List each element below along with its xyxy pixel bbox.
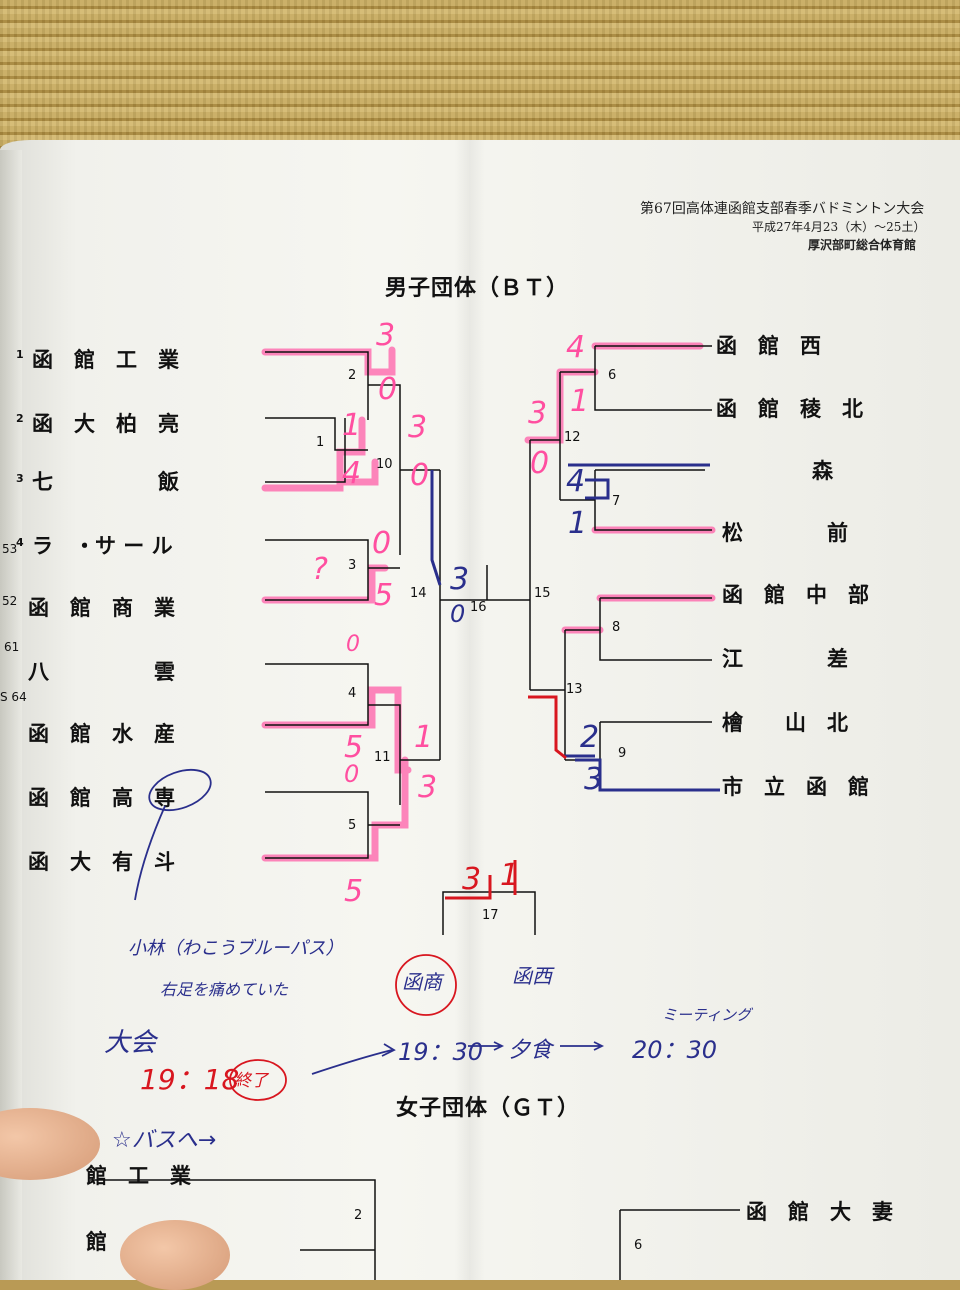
score: 1 xyxy=(342,408,362,443)
team-name: 江 差 xyxy=(722,647,848,671)
score: 5 xyxy=(374,578,394,613)
team-name: 七 飯 xyxy=(32,470,179,494)
match-number: 1 xyxy=(316,435,325,450)
score: 4 xyxy=(566,330,586,365)
seed-number: 4 xyxy=(16,536,24,549)
end-time-note: 19：18 xyxy=(140,1063,240,1096)
score: 2 xyxy=(580,720,600,755)
match-number: 13 xyxy=(566,682,583,697)
score: 3 xyxy=(450,562,470,597)
final-left-team-note: 函商 xyxy=(402,970,442,994)
match-number: 9 xyxy=(618,746,627,761)
score: 3 xyxy=(408,410,428,445)
event-dates: 平成27年4月23（木）～25土） xyxy=(752,220,926,234)
tournament-sheet xyxy=(0,140,960,1280)
next-time-note: 19：30 xyxy=(398,1038,484,1066)
match-number: 4 xyxy=(348,686,357,701)
comment-note-2: 右足を痛めていた xyxy=(160,980,289,999)
side-number: 52 xyxy=(2,594,18,608)
score: 0 xyxy=(344,760,360,788)
score: 1 xyxy=(570,384,590,419)
match-number: 6 xyxy=(634,1238,643,1253)
score: 0 xyxy=(372,526,392,561)
team-name: 市 立 函 館 xyxy=(722,775,869,799)
end-label-note: 終了 xyxy=(234,1071,268,1091)
side-number: S 64 xyxy=(0,690,27,704)
score: 4 xyxy=(566,464,586,499)
team-name: 檜 山 北 xyxy=(722,711,848,735)
score: 5 xyxy=(344,874,364,909)
event-name: 第67回高体連函館支部春季バドミントン大会 xyxy=(640,201,925,217)
team-name: 森 xyxy=(812,459,833,483)
meeting-time-note: 20：30 xyxy=(632,1036,718,1064)
match-number: 6 xyxy=(608,368,617,383)
left-finger xyxy=(120,1220,230,1290)
final-right-team-note: 函西 xyxy=(512,964,552,988)
match-number: 16 xyxy=(470,600,487,615)
score: 0 xyxy=(378,372,398,407)
team-name: 八 雲 xyxy=(28,660,175,684)
seed-number: 1 xyxy=(16,348,24,361)
match-number: 10 xyxy=(376,457,393,472)
match-number: 5 xyxy=(348,818,357,833)
comment-note: 小林（わこうブルーパス） xyxy=(128,938,344,959)
score: 3 xyxy=(462,862,482,897)
match-number: 2 xyxy=(354,1208,363,1223)
score: 1 xyxy=(568,506,588,541)
match-number: 2 xyxy=(348,368,357,383)
meeting-note: ミーティング xyxy=(662,1006,752,1024)
score: 3 xyxy=(376,318,396,353)
match-number: 15 xyxy=(534,586,551,601)
team-name: 函 館 中 部 xyxy=(722,583,869,607)
team-name: 函 大 柏 亮 xyxy=(32,412,179,436)
score: 5 xyxy=(344,730,364,765)
boys-team-title: 男子団体（ＢＴ） xyxy=(385,276,570,301)
seed-number: 2 xyxy=(16,412,24,425)
score: 3 xyxy=(418,770,438,805)
match-number: 8 xyxy=(612,620,621,635)
score: 1 xyxy=(500,858,520,893)
team-name: 函 館 工 業 xyxy=(32,348,179,372)
team-name: 函 館 西 xyxy=(716,334,821,358)
side-number: 53 xyxy=(2,542,18,556)
match-number: 7 xyxy=(612,494,621,509)
team-name: 松 前 xyxy=(722,521,848,545)
taikai-note: 大会 xyxy=(104,1028,157,1058)
match-number: 3 xyxy=(348,558,357,573)
score: 0 xyxy=(530,446,550,481)
team-name: ラ ・サ ー ル xyxy=(32,534,173,558)
dinner-note: 夕食 xyxy=(508,1038,553,1063)
team-name: 函 館 商 業 xyxy=(28,596,175,620)
match-number: 17 xyxy=(482,908,499,923)
team-name: 函 館 稜 北 xyxy=(716,397,863,421)
girls-team-title: 女子団体（ＧＴ） xyxy=(396,1096,581,1121)
team-name: 函 館 大 妻 xyxy=(746,1200,893,1224)
score: 3 xyxy=(584,762,604,797)
score: 0 xyxy=(346,632,360,657)
side-number: 61 xyxy=(4,640,20,654)
event-venue: 厚沢部町総合体育館 xyxy=(808,238,917,252)
score: 3 xyxy=(528,396,548,431)
match-number: 14 xyxy=(410,586,427,601)
score: 4 xyxy=(342,456,362,491)
score: 1 xyxy=(414,720,434,755)
team-name: 函 大 有 斗 xyxy=(28,850,175,874)
stacked-pages-edge xyxy=(0,150,22,1280)
seed-number: 3 xyxy=(16,472,24,485)
team-name: 館 工 業 xyxy=(86,1164,191,1188)
match-number: 12 xyxy=(564,430,581,445)
match-number: 11 xyxy=(374,750,391,765)
team-name: 函 館 水 産 xyxy=(28,722,175,746)
score: 0 xyxy=(410,458,430,493)
score: ? xyxy=(312,552,328,587)
score: 0 xyxy=(450,600,466,628)
bus-note: ☆バスへ→ xyxy=(112,1128,217,1153)
paper-fold xyxy=(455,140,485,1280)
